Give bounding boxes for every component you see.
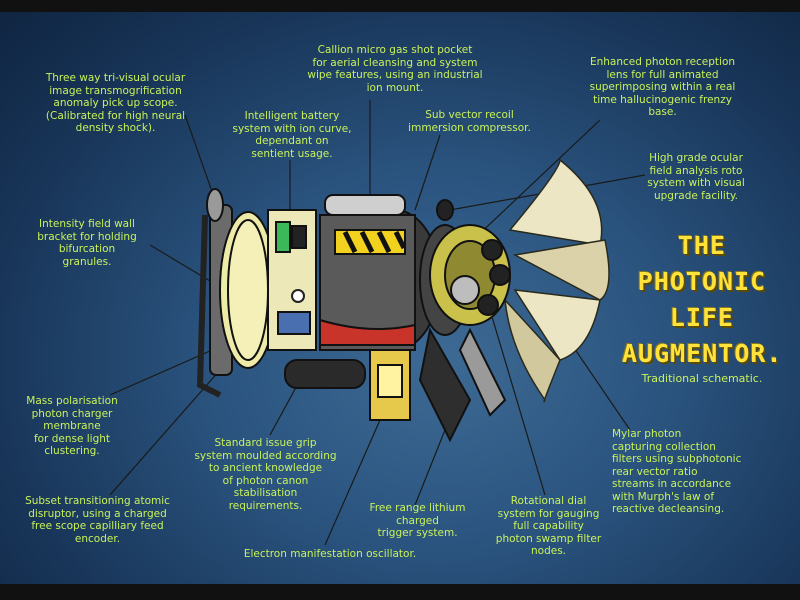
front-lens bbox=[419, 224, 511, 336]
callion-label: Callion micro gas shot pocket for aerial… bbox=[307, 44, 483, 94]
frame-body bbox=[196, 188, 454, 398]
bottom-border bbox=[0, 584, 800, 600]
mylar-fan bbox=[504, 158, 610, 403]
poster-title: THE PHOTONIC LIFE AUGMENTOR. bbox=[622, 231, 783, 368]
scope-label: Three way tri-visual ocular image transm… bbox=[45, 72, 186, 134]
poster-subtitle: Traditional schematic. bbox=[641, 372, 763, 385]
mylar-label: Mylar photon capturing collection filter… bbox=[612, 428, 742, 515]
electron-label: Electron manifestation oscillator. bbox=[243, 548, 417, 560]
membrane-label: Mass polarisation photon charger membran… bbox=[26, 395, 118, 457]
grip-trigger bbox=[284, 327, 507, 443]
top-border bbox=[0, 0, 800, 12]
disruptor-label: Subset transitioning atomic disruptor, u… bbox=[25, 495, 170, 545]
ocular-label: High grade ocular field analysis roto sy… bbox=[647, 152, 745, 202]
bracket-label: Intensity field wall bracket for holding… bbox=[37, 218, 137, 268]
grip-label: Standard issue grip system moulded accor… bbox=[194, 437, 337, 512]
dial-label: Rotational dial system for gauging full … bbox=[495, 495, 602, 557]
subvector-label: Sub vector recoil immersion compressor. bbox=[408, 109, 531, 134]
trigger-label: Free range lithium charged trigger syste… bbox=[369, 502, 466, 539]
battery-label: Intelligent battery system with ion curv… bbox=[232, 110, 352, 160]
lens-label: Enhanced photon reception lens for full … bbox=[589, 56, 736, 118]
